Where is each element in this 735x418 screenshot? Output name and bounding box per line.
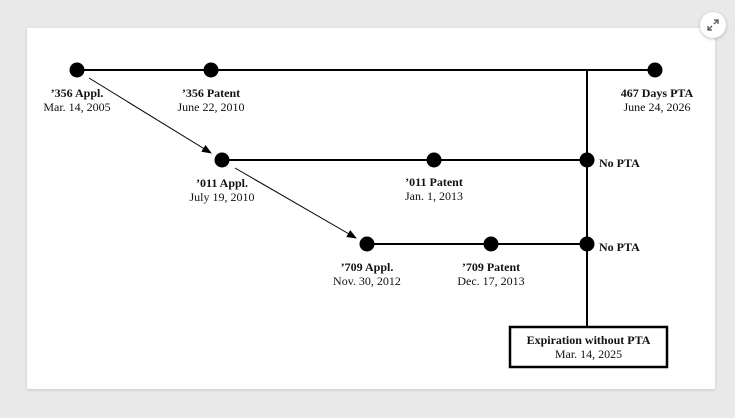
label-709-patent: ’709 Patent (462, 260, 520, 274)
label-356-pta: 467 Days PTA (621, 86, 694, 100)
expiration-date: Mar. 14, 2025 (555, 347, 622, 361)
date-709-patent: Dec. 17, 2013 (457, 274, 524, 288)
date-709-appl: Nov. 30, 2012 (333, 274, 401, 288)
node-709-pta (579, 236, 595, 252)
date-356-pta: June 24, 2026 (624, 100, 691, 114)
node-356-pta (647, 62, 663, 78)
node-356-patent (203, 62, 219, 78)
expiration-box (508, 325, 669, 369)
label-011-patent: ’011 Patent (405, 175, 463, 189)
expand-icon (707, 19, 719, 31)
expiration-title: Expiration without PTA (527, 333, 651, 347)
node-011-appl (214, 152, 230, 168)
date-356-patent: June 22, 2010 (178, 100, 245, 114)
node-356-appl (69, 62, 85, 78)
node-709-appl (359, 236, 375, 252)
label-356-appl: ’356 Appl. (51, 86, 104, 100)
label-011-appl: ’011 Appl. (196, 176, 248, 190)
label-709-appl: ’709 Appl. (341, 260, 394, 274)
arrow-356-to-011 (88, 77, 212, 154)
node-011-pta (579, 152, 595, 168)
arrow-011-to-709 (234, 167, 357, 239)
node-011-patent (426, 152, 442, 168)
date-011-appl: July 19, 2010 (189, 190, 254, 204)
expand-button[interactable] (700, 12, 726, 38)
node-709-patent (483, 236, 499, 252)
label-011-pta: No PTA (599, 156, 640, 170)
label-709-pta: No PTA (599, 240, 640, 254)
label-356-patent: ’356 Patent (182, 86, 240, 100)
date-011-patent: Jan. 1, 2013 (405, 189, 463, 203)
date-356-appl: Mar. 14, 2005 (43, 100, 110, 114)
